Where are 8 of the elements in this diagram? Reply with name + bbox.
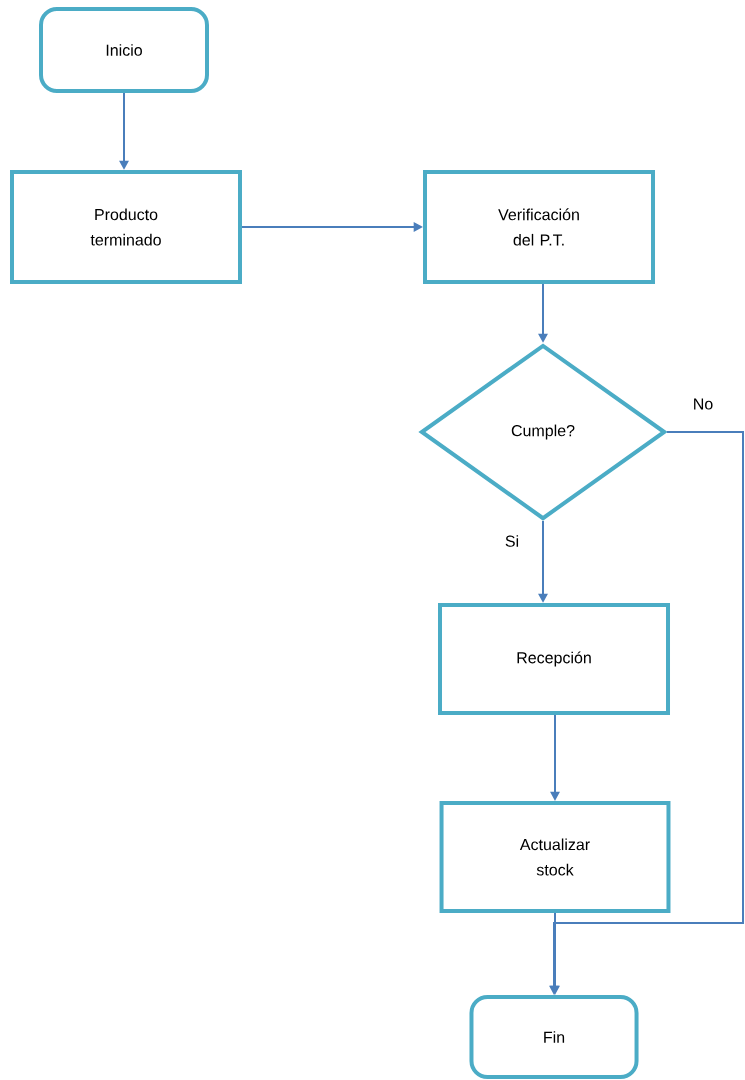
process-box: Actualizar stock: [439, 801, 671, 913]
edge-label: Si: [503, 533, 521, 549]
process-box: Producto terminado: [10, 170, 242, 284]
process-box: Recepción: [438, 603, 670, 715]
terminal-box: Inicio: [39, 7, 209, 93]
edge-label: No: [691, 397, 715, 411]
process-box: Verificación del P.T.: [423, 170, 655, 284]
terminal-box: Fin: [469, 995, 639, 1079]
